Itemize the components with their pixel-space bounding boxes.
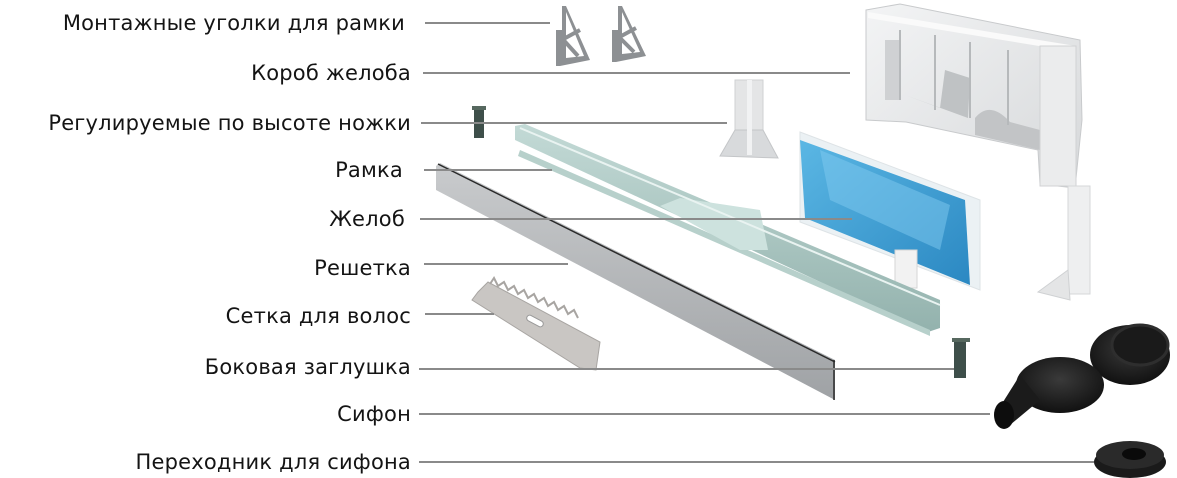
label-gutter: Желоб bbox=[329, 207, 405, 231]
label-siphon: Сифон bbox=[337, 402, 411, 426]
part-labels: Монтажные уголки для рамки Короб желоба … bbox=[0, 0, 411, 478]
comb-strainer-icon bbox=[471, 276, 601, 371]
label-frame: Рамка bbox=[335, 158, 403, 182]
label-grate: Решетка bbox=[314, 256, 411, 280]
label-mounting-corners: Монтажные уголки для рамки bbox=[62, 11, 405, 35]
siphon-icon bbox=[994, 323, 1170, 429]
triangle-bracket-icon bbox=[556, 6, 646, 66]
leader-lines bbox=[419, 22, 1094, 463]
grate-bar-icon bbox=[436, 163, 836, 400]
frame-profile-icon bbox=[515, 124, 941, 336]
support-foot-icon-2 bbox=[1036, 185, 1091, 301]
ring-adapter-icon bbox=[1094, 441, 1166, 478]
label-side-cap: Боковая заглушка bbox=[204, 355, 411, 379]
label-hair-strainer: Сетка для волос bbox=[225, 304, 411, 328]
support-foot-icon bbox=[719, 79, 779, 159]
label-gutter-box: Короб желоба bbox=[251, 61, 411, 85]
box-housing-icon bbox=[865, 3, 1083, 189]
gutter-channel-icon bbox=[799, 131, 981, 291]
label-siphon-adapter: Переходник для сифона bbox=[135, 450, 411, 474]
label-adjustable-feet: Регулируемые по высоте ножки bbox=[48, 111, 411, 135]
